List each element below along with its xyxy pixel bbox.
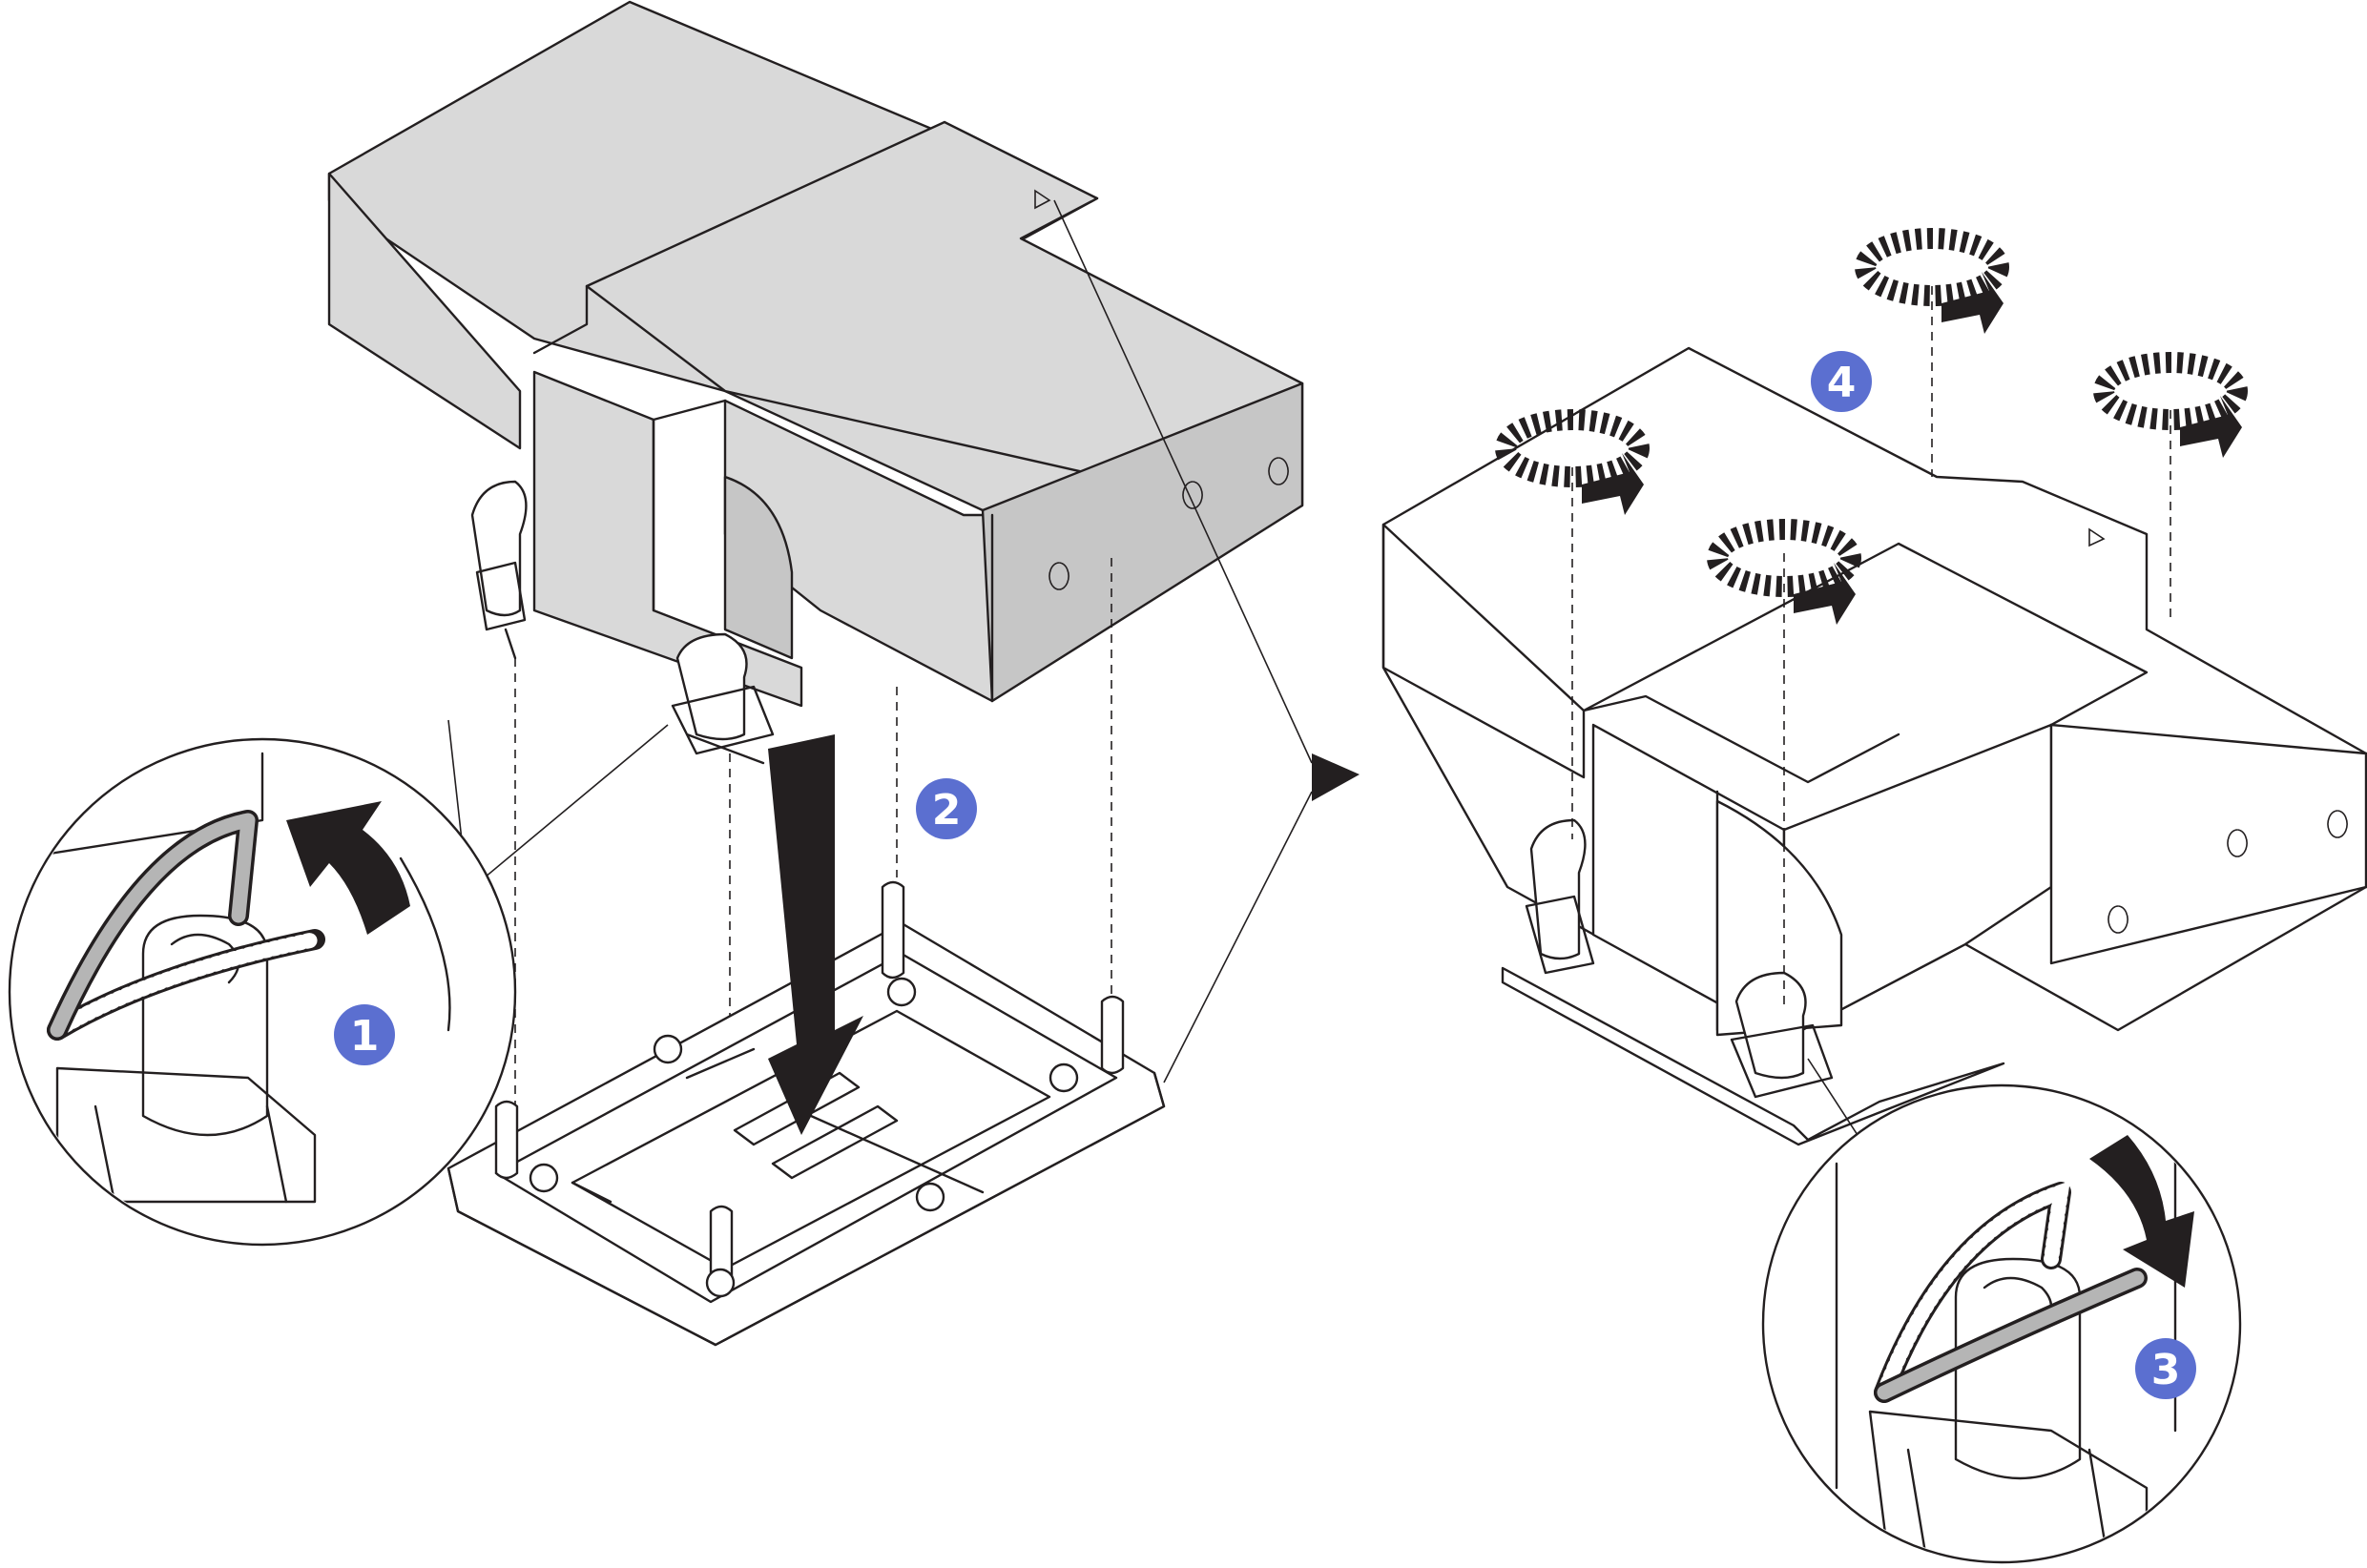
step-badge-1: 1 — [334, 1004, 395, 1065]
alignment-guides-right — [1571, 286, 2171, 1011]
arrow-up-curved-icon — [286, 801, 410, 935]
arrow-down-icon — [768, 734, 863, 1135]
detail-callout-lift-bail — [8, 719, 669, 1247]
arrow-down-curved-icon — [2089, 1135, 2194, 1288]
step-badge-2: 2 — [916, 778, 977, 839]
play-triangle-icon — [1053, 199, 1360, 1083]
step-badge-label: 4 — [1827, 359, 1857, 407]
socket-screw — [529, 977, 1079, 1298]
step-badge-label: 3 — [2151, 1346, 2181, 1394]
wire-bail-left — [470, 480, 775, 765]
step-badge-label: 2 — [932, 786, 962, 835]
step-badge-4: 4 — [1811, 351, 1872, 412]
step-badge-label: 1 — [350, 1012, 380, 1061]
wire-bail-right — [1525, 818, 1834, 1099]
processor-socket — [446, 880, 1166, 1347]
hook-icon — [2107, 810, 2348, 934]
detail-callout-lower-bail — [1761, 1058, 2242, 1564]
socket-post — [494, 880, 1125, 1294]
heatsink-installed — [1381, 346, 2367, 1146]
rotate-clockwise-icon — [1495, 228, 2248, 625]
step-badge-3: 3 — [2135, 1338, 2196, 1399]
heatsink-lifted — [327, 0, 1304, 765]
